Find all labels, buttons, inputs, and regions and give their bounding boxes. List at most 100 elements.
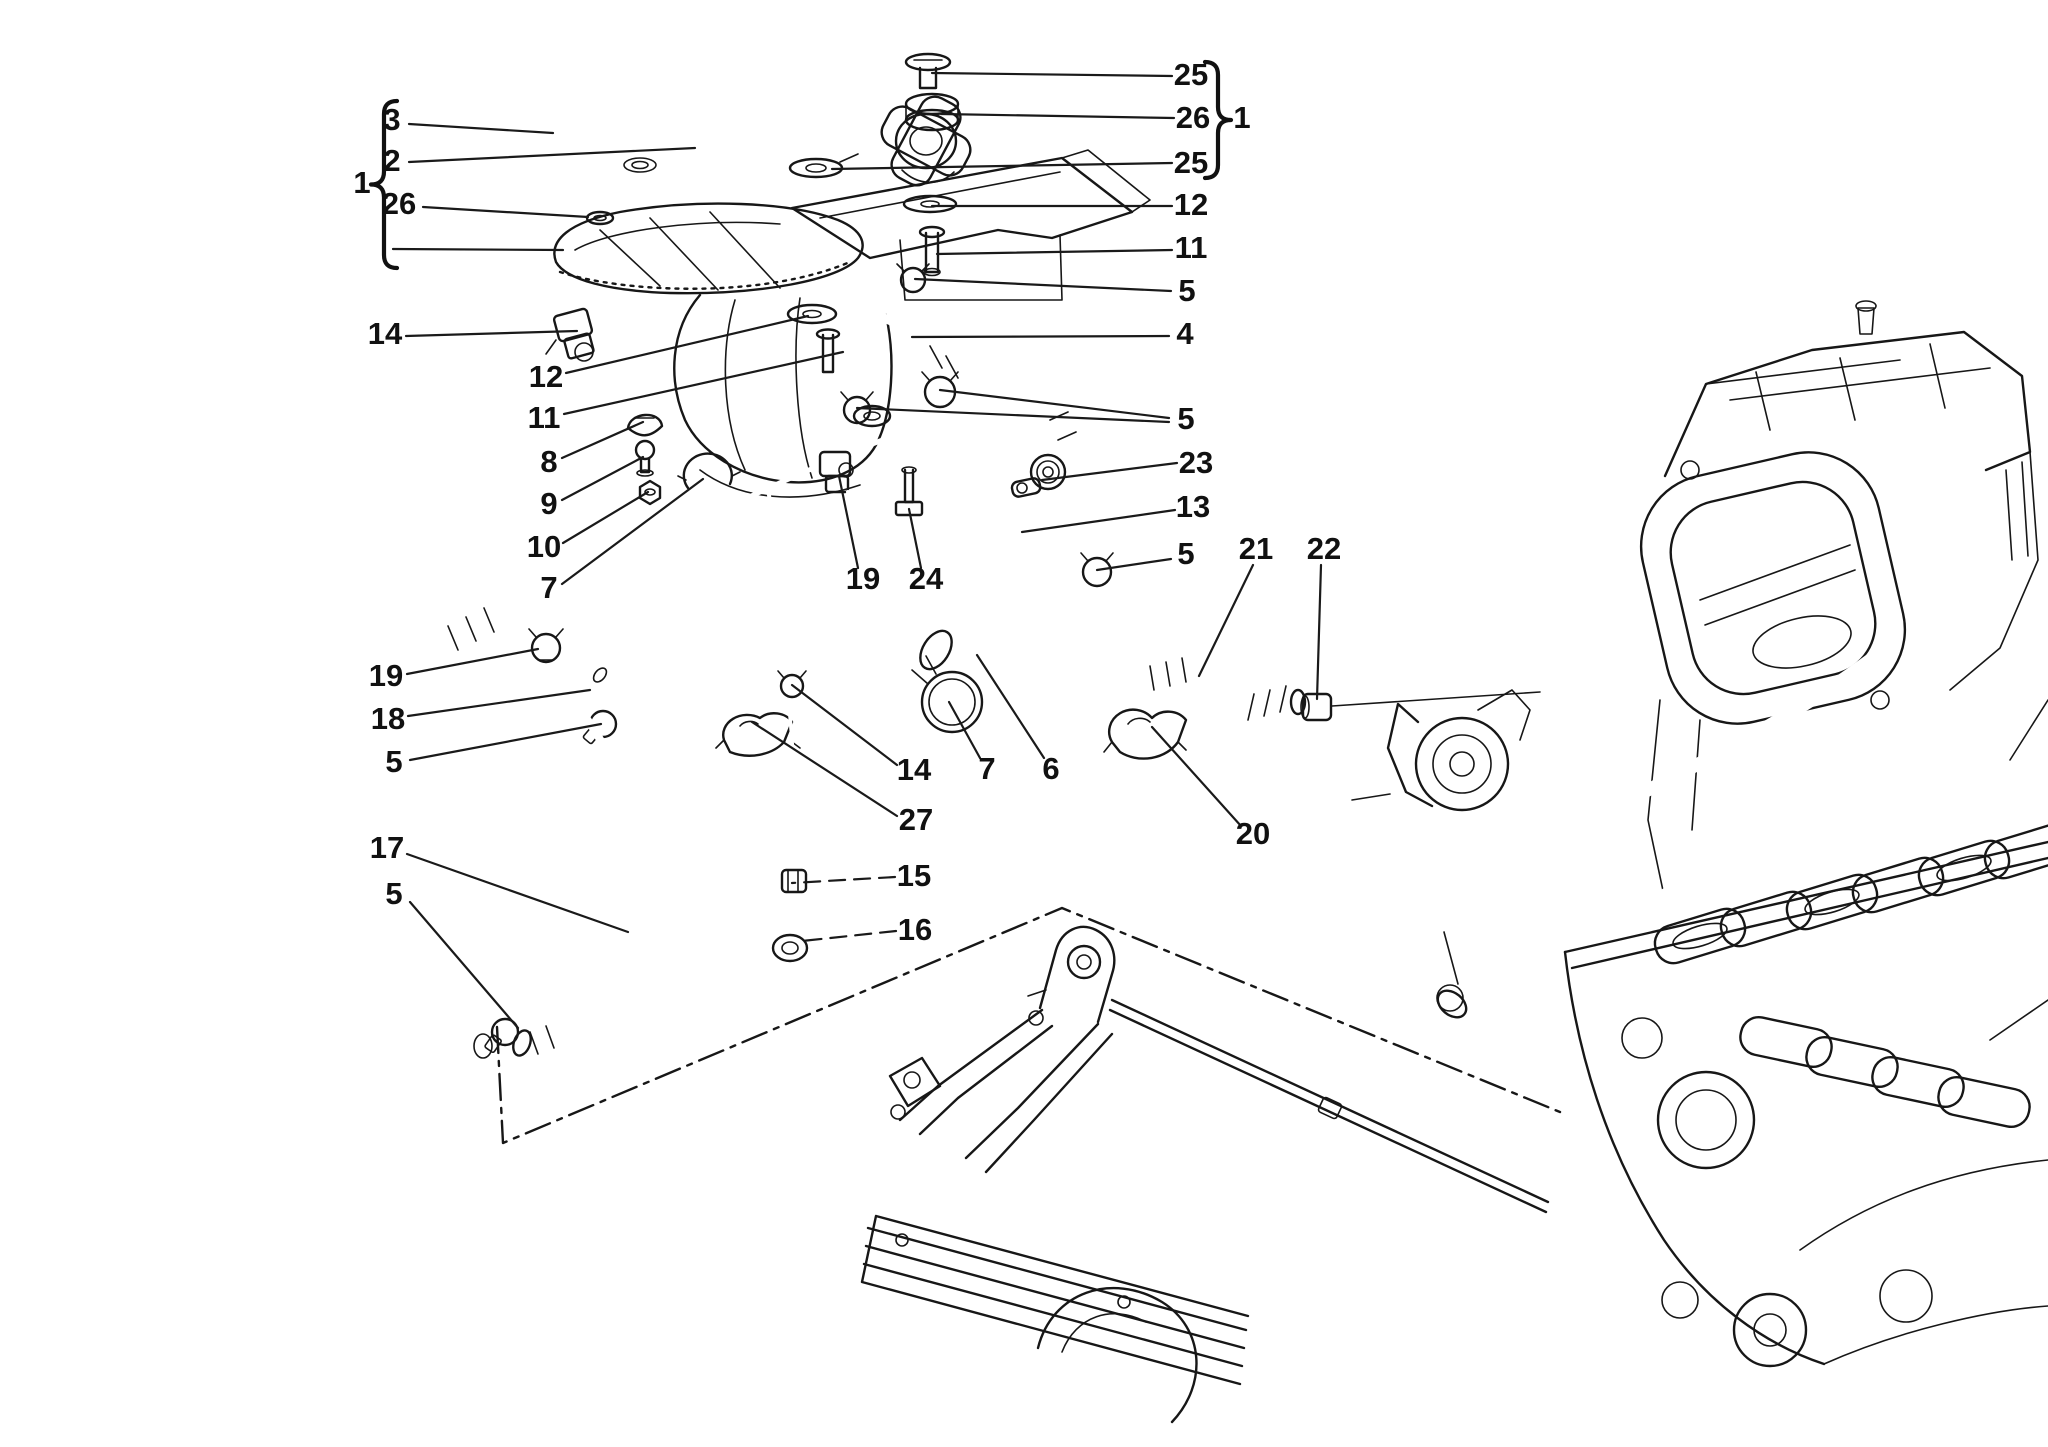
callout-17[interactable]: 17 bbox=[370, 830, 404, 865]
cutline-boundary bbox=[495, 906, 1562, 1145]
callout-12[interactable]: 12 bbox=[1174, 187, 1208, 222]
leader-line bbox=[800, 929, 898, 943]
callout-6[interactable]: 6 bbox=[1042, 751, 1059, 786]
group-bracket bbox=[368, 98, 400, 271]
callout-26[interactable]: 26 bbox=[382, 186, 416, 221]
engine-hoses bbox=[1408, 641, 1955, 1019]
callout-5[interactable]: 5 bbox=[1177, 536, 1194, 571]
leader-line bbox=[830, 161, 1174, 171]
leader-line bbox=[560, 455, 645, 502]
leader-line bbox=[560, 477, 705, 586]
leader-line bbox=[930, 71, 1174, 78]
leader-line bbox=[913, 277, 1173, 293]
leader-line bbox=[408, 722, 603, 762]
leader-line bbox=[975, 653, 1046, 760]
callout-labels: 3226141211891071918517525262512115452313… bbox=[353, 57, 1341, 947]
callout-15[interactable]: 15 bbox=[897, 858, 931, 893]
leader-line bbox=[790, 875, 897, 885]
leader-line bbox=[1315, 563, 1323, 701]
callout-1[interactable]: 1 bbox=[353, 165, 370, 200]
clamp-5-bottom bbox=[473, 1017, 520, 1059]
callout-12[interactable]: 12 bbox=[529, 359, 563, 394]
callout-25[interactable]: 25 bbox=[1174, 145, 1208, 180]
leader-line bbox=[421, 205, 590, 219]
shell-clamp-20 bbox=[1103, 708, 1188, 760]
callout-8[interactable]: 8 bbox=[540, 444, 557, 479]
leader-line bbox=[408, 900, 520, 1030]
callout-24[interactable]: 24 bbox=[909, 561, 944, 596]
saddle-clamp-27 bbox=[715, 712, 801, 757]
callout-7[interactable]: 7 bbox=[540, 570, 557, 605]
spring-ring-clamp-7 bbox=[920, 670, 984, 734]
leader-line bbox=[562, 350, 845, 416]
hose-17 bbox=[512, 691, 644, 1057]
mounting-plate bbox=[790, 149, 1151, 301]
leader-line bbox=[391, 247, 565, 252]
callout-27[interactable]: 27 bbox=[899, 802, 933, 837]
tank-fasteners bbox=[545, 52, 960, 374]
leader-line bbox=[837, 474, 860, 570]
callout-18[interactable]: 18 bbox=[371, 701, 405, 736]
callout-5[interactable]: 5 bbox=[1177, 401, 1194, 436]
callout-26[interactable]: 26 bbox=[1176, 100, 1210, 135]
callout-1[interactable]: 1 bbox=[1233, 100, 1250, 135]
callout-7[interactable]: 7 bbox=[978, 751, 995, 786]
header-tank-group bbox=[464, 52, 1151, 524]
callout-14[interactable]: 14 bbox=[897, 752, 932, 787]
callout-16[interactable]: 16 bbox=[898, 912, 932, 947]
hose-end-18 bbox=[572, 667, 608, 704]
tank-lid bbox=[553, 157, 864, 295]
grommet-16 bbox=[771, 933, 809, 963]
big-hose-6 bbox=[911, 629, 1029, 763]
hose-and-clamp-group bbox=[429, 313, 1541, 1059]
leader-line bbox=[1095, 557, 1173, 572]
callout-21[interactable]: 21 bbox=[1239, 531, 1273, 566]
radiator-assembly bbox=[495, 906, 1562, 1447]
callout-10[interactable]: 10 bbox=[527, 529, 561, 564]
leader-lines bbox=[391, 71, 1323, 1030]
leader-line bbox=[939, 112, 1176, 120]
leader-line bbox=[406, 688, 592, 718]
leader-line bbox=[935, 248, 1174, 256]
callout-2[interactable]: 2 bbox=[383, 143, 400, 178]
grommet-23 bbox=[1010, 453, 1067, 498]
long-metal-pipe bbox=[429, 389, 1043, 651]
leader-line bbox=[1197, 563, 1255, 678]
leader-line bbox=[907, 507, 923, 570]
callout-11[interactable]: 11 bbox=[1175, 230, 1208, 265]
callout-5[interactable]: 5 bbox=[385, 744, 402, 779]
callout-5[interactable]: 5 bbox=[1178, 273, 1195, 308]
callout-22[interactable]: 22 bbox=[1307, 531, 1341, 566]
s-hose bbox=[1009, 426, 1202, 691]
callout-4[interactable]: 4 bbox=[1176, 316, 1194, 351]
callout-25[interactable]: 25 bbox=[1174, 57, 1208, 92]
callout-5[interactable]: 5 bbox=[385, 876, 402, 911]
leader-line bbox=[790, 683, 899, 767]
overflow-hose bbox=[464, 87, 859, 200]
leader-line bbox=[750, 720, 899, 818]
engine-block bbox=[1563, 699, 2048, 1368]
radiator-mount bbox=[1027, 925, 1116, 1026]
grommet-9 bbox=[634, 439, 656, 477]
heater-unit bbox=[1639, 300, 2039, 901]
group-bracket bbox=[1202, 59, 1234, 181]
callout-14[interactable]: 14 bbox=[368, 316, 403, 351]
callout-19[interactable]: 19 bbox=[846, 561, 880, 596]
callout-20[interactable]: 20 bbox=[1236, 816, 1270, 851]
leader-line bbox=[947, 700, 982, 760]
bolt-24 bbox=[894, 466, 924, 517]
callout-13[interactable]: 13 bbox=[1176, 489, 1210, 524]
leader-line bbox=[407, 146, 697, 164]
radiator-core bbox=[685, 1214, 1250, 1447]
callout-3[interactable]: 3 bbox=[383, 102, 400, 137]
leader-line bbox=[405, 647, 540, 676]
callout-19[interactable]: 19 bbox=[369, 658, 403, 693]
radiator-arms bbox=[888, 1008, 1114, 1174]
callout-9[interactable]: 9 bbox=[540, 486, 557, 521]
callout-23[interactable]: 23 bbox=[1179, 445, 1213, 480]
coolant-pump bbox=[1351, 689, 1531, 1012]
bent-hose-21 bbox=[1138, 544, 1541, 722]
callout-11[interactable]: 11 bbox=[528, 400, 561, 435]
leader-line bbox=[910, 334, 1171, 339]
